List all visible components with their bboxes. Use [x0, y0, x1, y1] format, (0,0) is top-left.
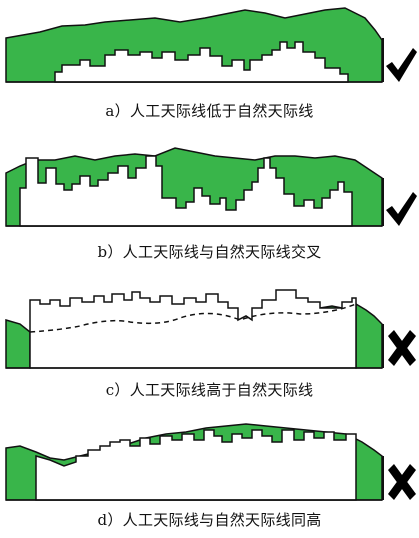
artificial-skyline-a: [54, 41, 349, 83]
cross-icon: [388, 464, 416, 500]
border-line-d: [382, 456, 384, 500]
panel-a: a）人工天际线低于自然天际线: [0, 0, 419, 132]
hidden-natural-skyline-c: [29, 303, 357, 333]
skyline-diagram-d: [5, 423, 416, 501]
caption-b: b）人工天际线与自然天际线交叉: [97, 243, 322, 261]
cross-icon: [388, 330, 416, 366]
border-line-b: [382, 178, 384, 226]
skyline-diagram-b: [5, 147, 417, 227]
artificial-skyline-d: [35, 429, 357, 501]
check-icon: [386, 192, 417, 226]
artificial-skyline-c: [29, 289, 357, 369]
caption-c: c）人工天际线高于自然天际线: [105, 381, 314, 399]
caption-a: a）人工天际线低于自然天际线: [105, 102, 314, 120]
caption-d: d）人工天际线与自然天际线同高: [97, 511, 322, 529]
artificial-skyline-b: [19, 155, 353, 227]
panel-b: b）人工天际线与自然天际线交叉: [0, 138, 419, 270]
skyline-diagram-c: [5, 289, 416, 369]
skyline-diagram-a: [5, 7, 417, 83]
panel-c: c）人工天际线高于自然天际线: [0, 280, 419, 412]
check-icon: [386, 48, 417, 82]
border-line-c: [382, 324, 384, 368]
panel-d: d）人工天际线与自然天际线同高: [0, 416, 419, 538]
border-line-a: [382, 38, 384, 82]
